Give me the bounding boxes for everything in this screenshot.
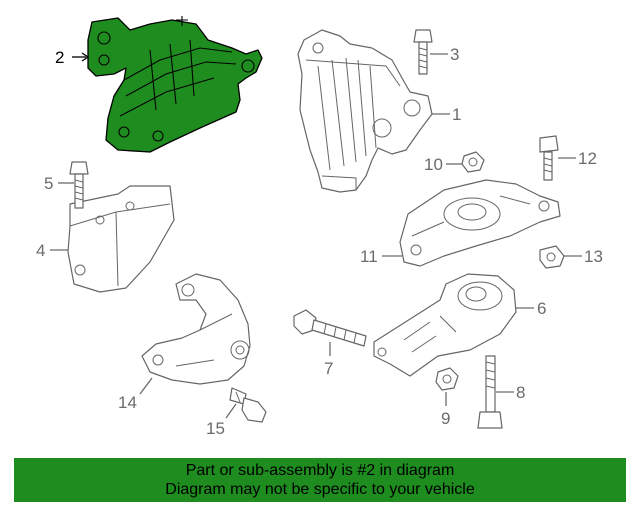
part-4-bracket[interactable] xyxy=(67,185,175,293)
callout-13[interactable]: 13 xyxy=(584,247,603,266)
info-banner: Part or sub-assembly is #2 in diagram Di… xyxy=(14,458,626,502)
part-8-bolt[interactable] xyxy=(477,355,503,429)
part-12-bolt[interactable] xyxy=(539,135,559,181)
part-15-bolt[interactable] xyxy=(229,387,267,423)
part-1-mount-bracket[interactable] xyxy=(297,29,433,193)
callout-12[interactable]: 12 xyxy=(578,149,597,168)
banner-line-1: Part or sub-assembly is #2 in diagram xyxy=(185,462,455,479)
callout-11[interactable]: 11 xyxy=(360,247,378,266)
part-10-nut[interactable] xyxy=(461,151,485,173)
part-5-bolt[interactable] xyxy=(69,161,89,209)
callout-9[interactable]: 9 xyxy=(441,409,450,428)
part-14-bracket[interactable] xyxy=(141,273,251,385)
leader-15 xyxy=(225,403,237,419)
callout-5[interactable]: 5 xyxy=(44,174,53,193)
part-7-bolt[interactable] xyxy=(293,309,367,347)
leader-2-arrow xyxy=(81,52,90,62)
callout-4[interactable]: 4 xyxy=(36,241,45,260)
part-13-nut[interactable] xyxy=(539,245,565,269)
part-2-engine-mount[interactable] xyxy=(87,16,263,153)
callout-1[interactable]: 1 xyxy=(452,105,461,124)
parts-diagram: 2 1 3 4 5 10 12 11 13 6 7 8 9 14 15 xyxy=(36,16,603,438)
leader-14 xyxy=(139,377,153,395)
callout-10[interactable]: 10 xyxy=(424,155,443,174)
callout-7[interactable]: 7 xyxy=(324,359,333,378)
callout-2[interactable]: 2 xyxy=(55,48,64,67)
callout-8[interactable]: 8 xyxy=(516,383,525,402)
part-9-nut[interactable] xyxy=(435,367,459,391)
callout-15[interactable]: 15 xyxy=(206,419,225,438)
part-6-torque-strut[interactable] xyxy=(373,273,517,377)
callout-6[interactable]: 6 xyxy=(537,299,546,318)
part-11-mount-plate[interactable] xyxy=(399,179,561,267)
part-3-bolt[interactable] xyxy=(413,29,433,75)
callout-3[interactable]: 3 xyxy=(450,45,459,64)
banner-line-2: Diagram may not be specific to your vehi… xyxy=(165,481,475,498)
callout-14[interactable]: 14 xyxy=(118,393,137,412)
